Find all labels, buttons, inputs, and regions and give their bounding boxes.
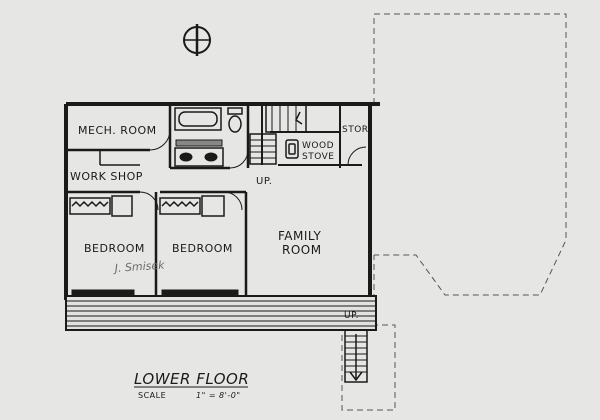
label-bedroom-right: BEDROOM: [172, 242, 233, 255]
label-storage: STOR.: [342, 125, 372, 135]
sink-icon: [174, 139, 224, 167]
door-swings: [139, 129, 367, 211]
stair-icon: [344, 329, 368, 383]
plan-title: LOWER FLOOR: [134, 370, 249, 388]
scale-value: 1" = 8'-0": [196, 391, 241, 400]
label-family-room-2: ROOM: [282, 243, 322, 257]
toilet-icon: [227, 107, 243, 133]
label-wood-stove-1: WOOD: [302, 141, 334, 151]
north-arrow-icon: [183, 24, 211, 56]
bathtub-icon: [174, 107, 222, 131]
label-bedroom-left: BEDROOM: [84, 242, 145, 255]
bedroom-closets: [69, 195, 225, 217]
label-work-shop: WORK SHOP: [70, 170, 143, 183]
label-wood-stove-2: STOVE: [302, 152, 334, 162]
label-up-deck: UP.: [344, 311, 359, 321]
label-up-main: UP.: [256, 176, 272, 187]
deck: [65, 289, 377, 331]
wood-stove-icon: [285, 139, 299, 159]
dashed-addition-outline: [341, 13, 567, 411]
label-mech-room: MECH. ROOM: [78, 124, 157, 137]
scale-label: SCALE: [138, 391, 166, 400]
label-family-room-1: FAMILY: [278, 229, 321, 243]
handwritten-annotation: J. Smisek: [112, 259, 165, 276]
main-stair: [249, 103, 307, 165]
exterior-walls: [64, 102, 380, 300]
interior-walls: [66, 104, 362, 296]
